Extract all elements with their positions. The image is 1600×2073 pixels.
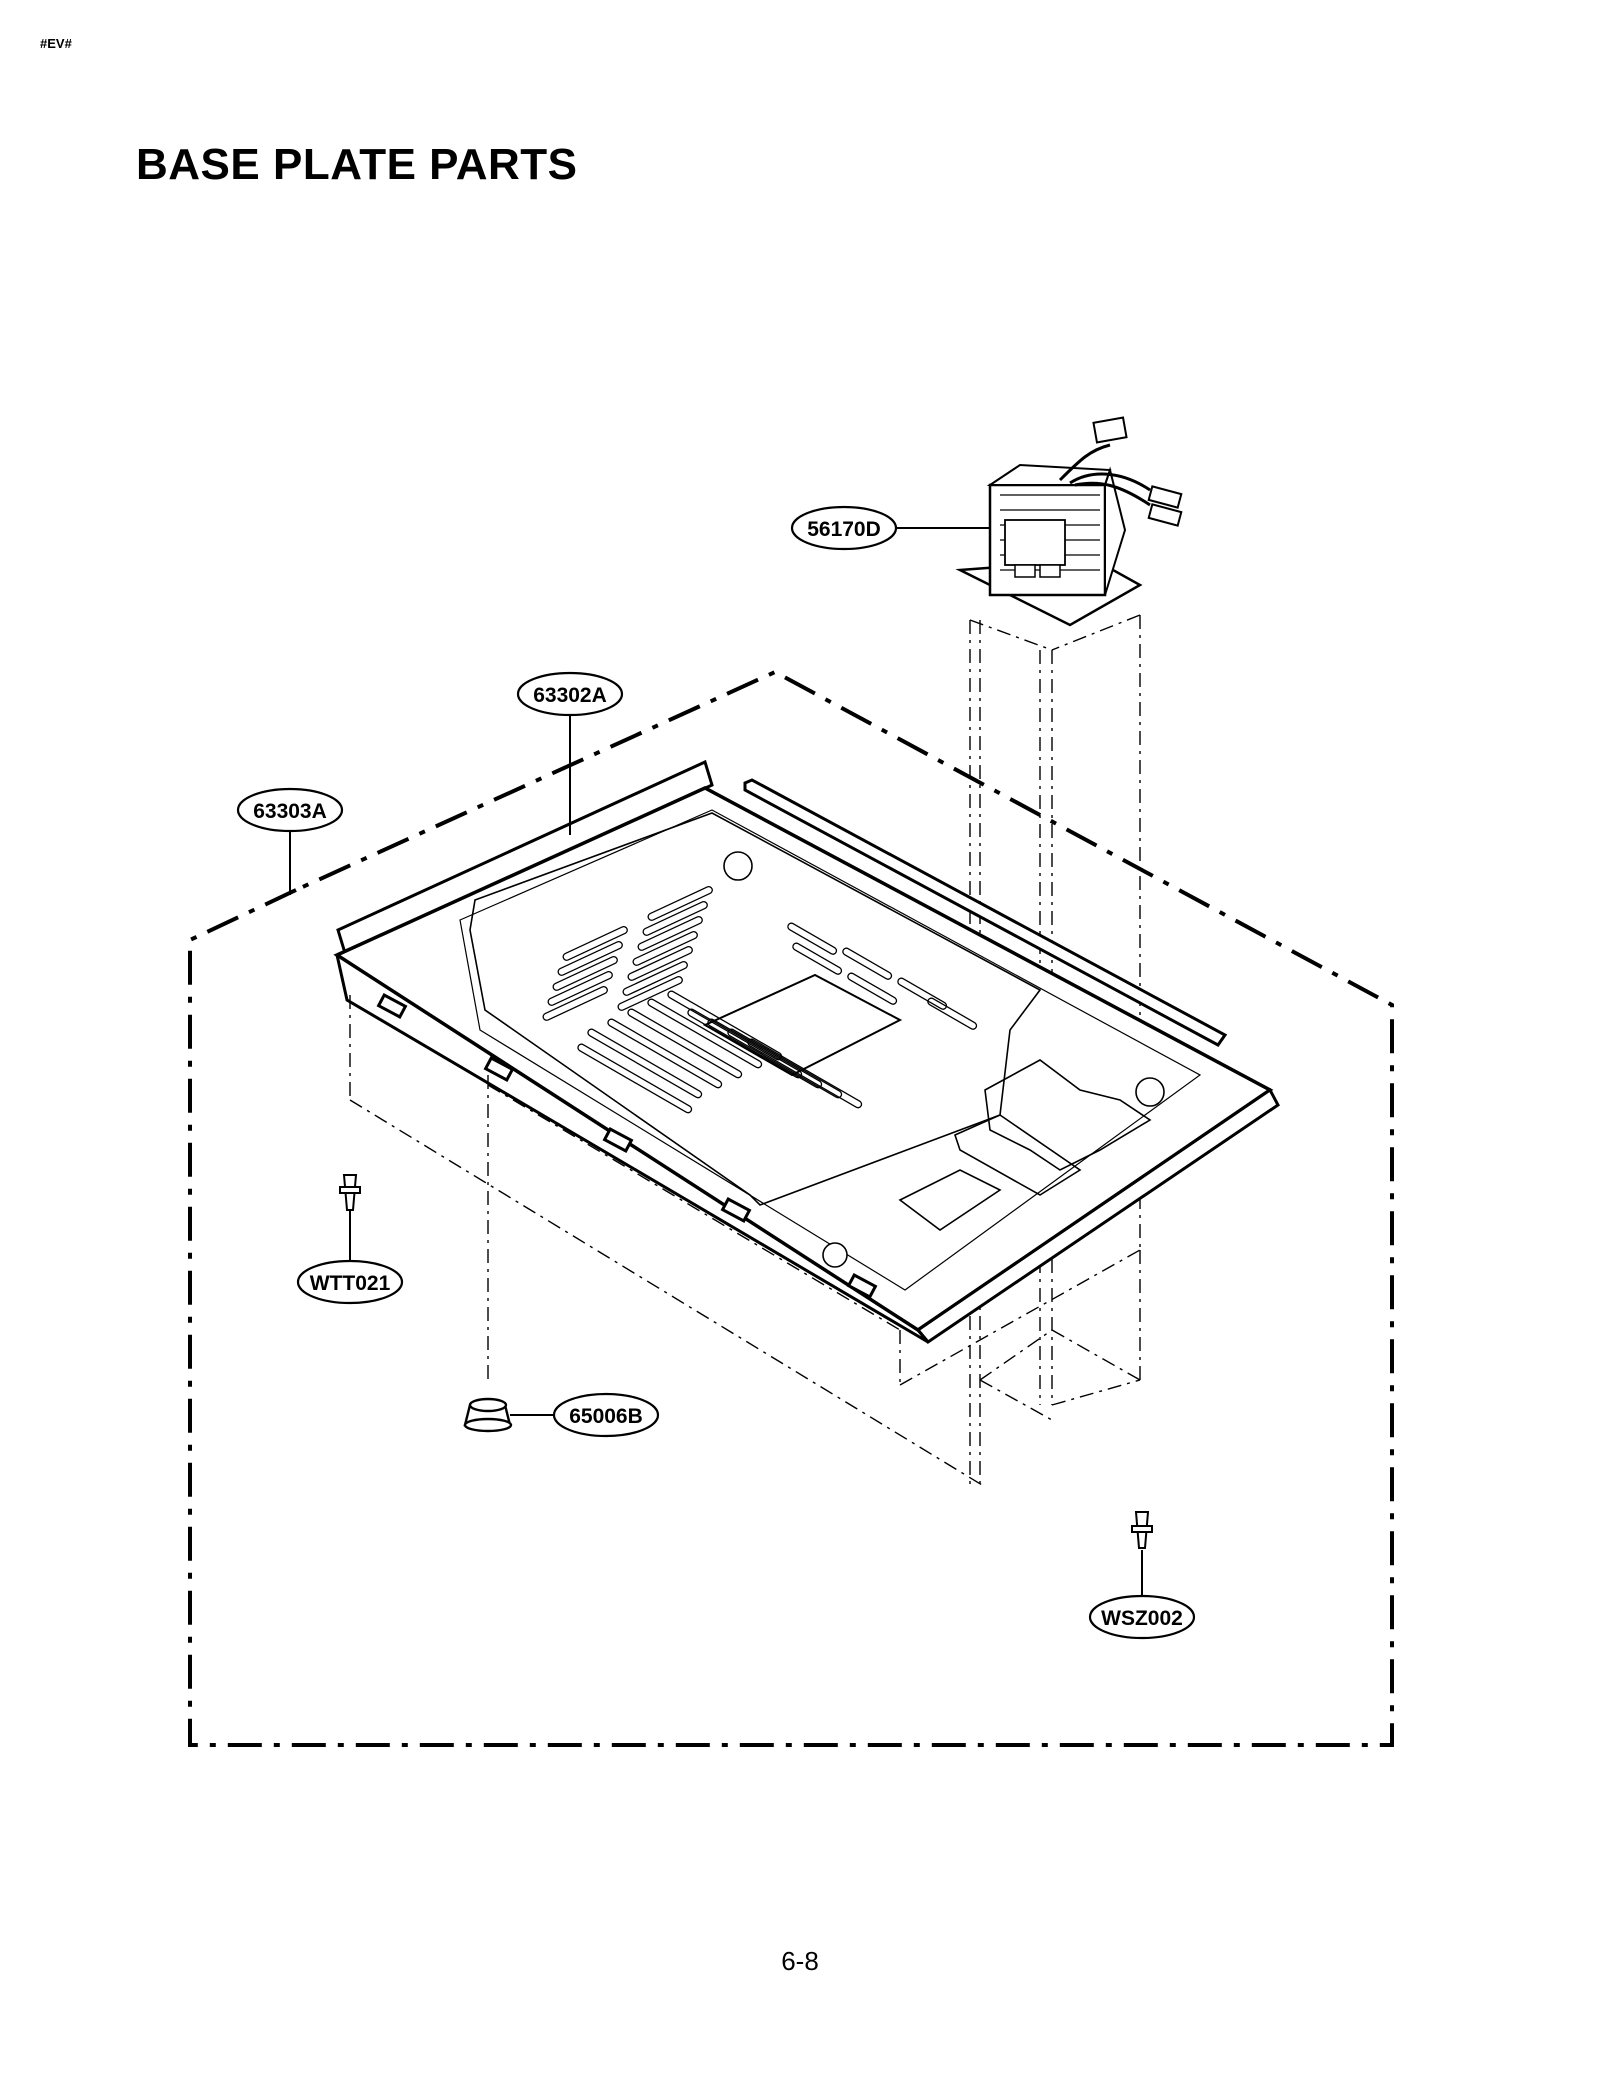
screw-icon	[339, 1174, 361, 1211]
callout-WSZ002-label: WSZ002	[1101, 1607, 1183, 1630]
rubber-foot-icon	[463, 1397, 513, 1433]
callout-WSZ002: WSZ002	[1088, 1594, 1196, 1640]
vent-slots	[542, 885, 978, 1114]
base-plate-icon	[333, 759, 1280, 1345]
corner-tag: #EV#	[40, 36, 72, 51]
transformer-icon	[955, 416, 1183, 627]
callout-63302A: 63302A	[516, 671, 624, 717]
callout-56170D-label: 56170D	[807, 518, 881, 541]
callout-WTT021: WTT021	[296, 1259, 404, 1305]
callout-63303A: 63303A	[236, 787, 344, 833]
callout-WTT021-label: WTT021	[310, 1272, 391, 1295]
page-number: 6-8	[781, 1946, 819, 1976]
callout-65006B: 65006B	[552, 1392, 660, 1438]
assembly-boundary	[188, 669, 1394, 1747]
leader-lines	[289, 527, 1143, 1595]
callout-63302A-label: 63302A	[533, 684, 607, 707]
callout-56170D: 56170D	[790, 505, 898, 551]
callout-63303A-label: 63303A	[253, 800, 327, 823]
screw-icon	[1131, 1511, 1153, 1549]
callout-65006B-label: 65006B	[569, 1405, 643, 1428]
page-title: BASE PLATE PARTS	[136, 140, 578, 189]
